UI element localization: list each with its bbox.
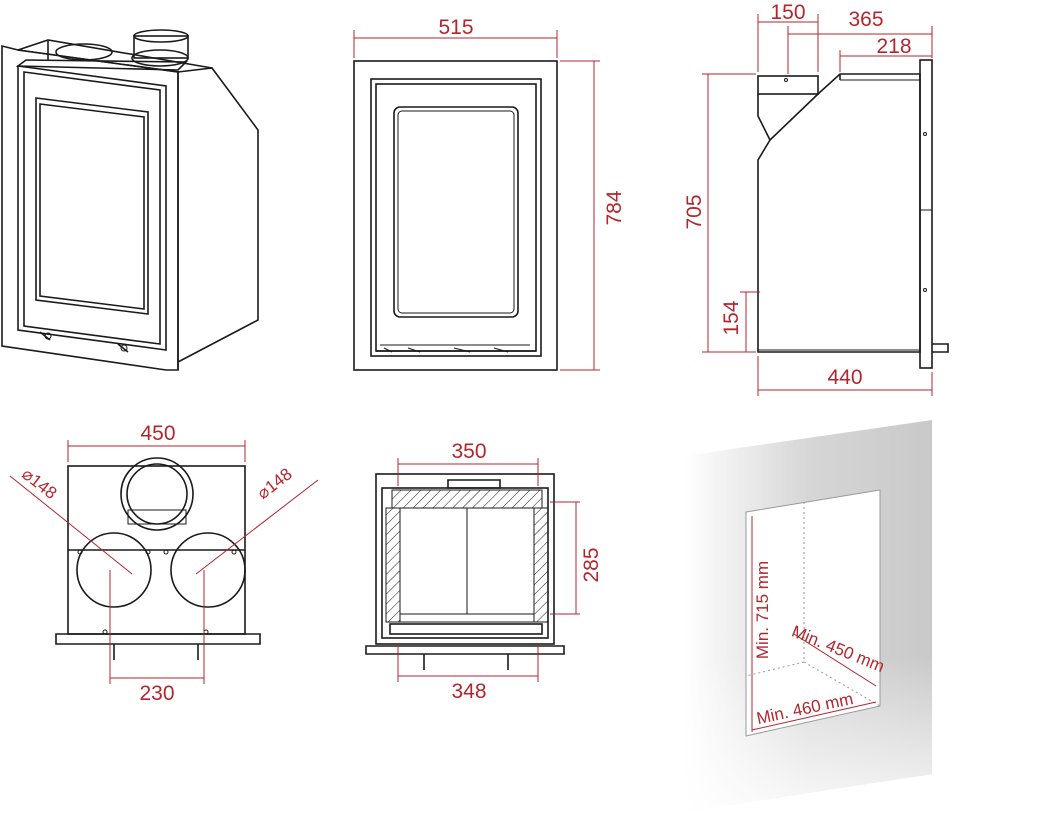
wall-opening-illustration: Min. 715 mm Min. 450 mm Min. 460 mm: [684, 420, 932, 812]
side-view: 150 365 218 705 154 440: [683, 1, 949, 396]
side-low-label: 154: [720, 300, 743, 335]
firebox-top-label: 350: [451, 440, 486, 463]
firebox-bottom-label: 348: [451, 680, 486, 703]
top-view: 450 ⌀148 ⌀148 230: [9, 422, 319, 705]
front-width-label: 515: [438, 16, 473, 39]
firebox-height-label: 285: [580, 547, 603, 582]
top-left-diameter-label: ⌀148: [18, 464, 60, 503]
top-right-diameter-label: ⌀148: [254, 464, 296, 503]
front-view: 515 784: [353, 16, 626, 371]
side-depth-label: 440: [827, 366, 862, 389]
wall-height-label: Min. 715 mm: [753, 561, 772, 659]
front-height-label: 784: [603, 190, 626, 225]
side-top-mid-label: 365: [848, 8, 883, 31]
top-width-label: 450: [140, 422, 175, 445]
side-top-left-label: 150: [770, 1, 805, 24]
perspective-view: [1, 29, 259, 371]
side-top-right-label: 218: [876, 35, 911, 58]
side-height-label: 705: [683, 194, 706, 229]
top-spacing-label: 230: [139, 682, 174, 705]
firebox-view: 350 285 348: [365, 440, 603, 703]
